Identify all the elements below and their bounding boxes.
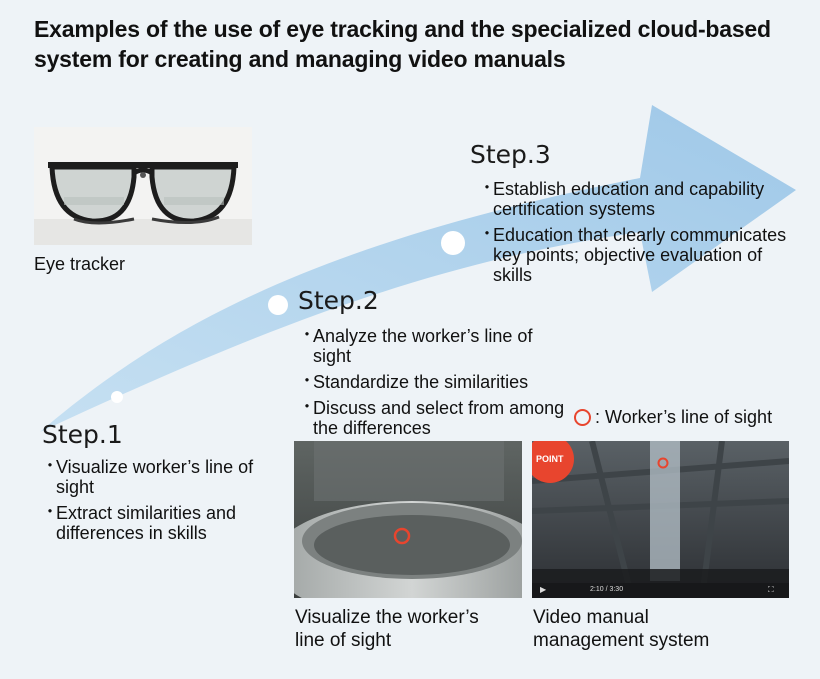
step-3-node — [441, 231, 465, 255]
video-manual-screenshot: POINT ▶ 2:10 / 3:30 ⛶ — [532, 441, 789, 598]
list-item: ・Extract similarities and differences in… — [42, 503, 237, 543]
point-badge: POINT — [536, 454, 564, 464]
step-3-title: Step.3 — [470, 140, 551, 169]
line-of-sight-marker-icon — [574, 409, 591, 426]
list-item-text: Establish education and capability certi… — [493, 179, 765, 219]
legend: : Worker’s line of sight — [574, 407, 772, 428]
list-item: ・Education that clearly communicates key… — [479, 225, 787, 285]
list-item-text: Extract similarities and differences in … — [56, 503, 237, 543]
page-title: Examples of the use of eye tracking and … — [34, 16, 771, 72]
fullscreen-icon[interactable]: ⛶ — [768, 585, 774, 594]
arrow-shape — [40, 105, 796, 432]
glasses-icon — [34, 162, 252, 245]
caption-line: line of sight — [295, 630, 392, 651]
list-item-text: Discuss and select from among the differ… — [313, 398, 565, 438]
pot-image — [294, 441, 522, 598]
video-time: 2:10 / 3:30 — [590, 586, 624, 593]
list-item: ・Visualize worker’s line of sight — [42, 457, 254, 497]
video-manual-caption: Video manual management system — [533, 606, 709, 652]
list-item: ・Analyze the worker’s line of sight — [299, 326, 533, 366]
line-of-sight-caption: Visualize the worker’s line of sight — [295, 606, 479, 652]
step-1-title: Step.1 — [42, 420, 123, 449]
eye-tracker-caption: Eye tracker — [34, 254, 126, 274]
list-item: ・Discuss and select from among the diffe… — [299, 398, 565, 438]
line-of-sight-marker — [393, 527, 411, 545]
step-1-node — [111, 391, 123, 403]
line-of-sight-photo — [294, 441, 522, 598]
eye-tracker-photo — [34, 127, 252, 245]
step-3-list: ・Establish education and capability cert… — [477, 179, 797, 291]
caption-line: management system — [533, 630, 710, 651]
list-item: ・Standardize the similarities — [299, 372, 529, 392]
step-2-title: Step.2 — [298, 286, 379, 315]
list-item-text: Visualize worker’s line of sight — [56, 457, 254, 497]
step-1-list: ・Visualize worker’s line of sight ・Extra… — [40, 457, 295, 549]
list-item-text: Analyze the worker’s line of sight — [313, 326, 533, 366]
legend-label: : Worker’s line of sight — [595, 407, 773, 427]
list-item-text: Education that clearly communicates key … — [493, 225, 787, 285]
list-item: ・Establish education and capability cert… — [479, 179, 765, 219]
factory-image — [532, 441, 789, 598]
play-icon[interactable]: ▶ — [540, 585, 547, 594]
caption-line: Video manual — [533, 607, 649, 628]
step-2-list: ・Analyze the worker’s line of sight ・Sta… — [297, 326, 567, 444]
line-of-sight-marker — [657, 457, 669, 469]
point-badge-bg — [532, 441, 574, 483]
step-2-node — [268, 295, 288, 315]
list-item-text: Standardize the similarities — [313, 372, 529, 392]
caption-line: Visualize the worker’s — [295, 607, 479, 628]
